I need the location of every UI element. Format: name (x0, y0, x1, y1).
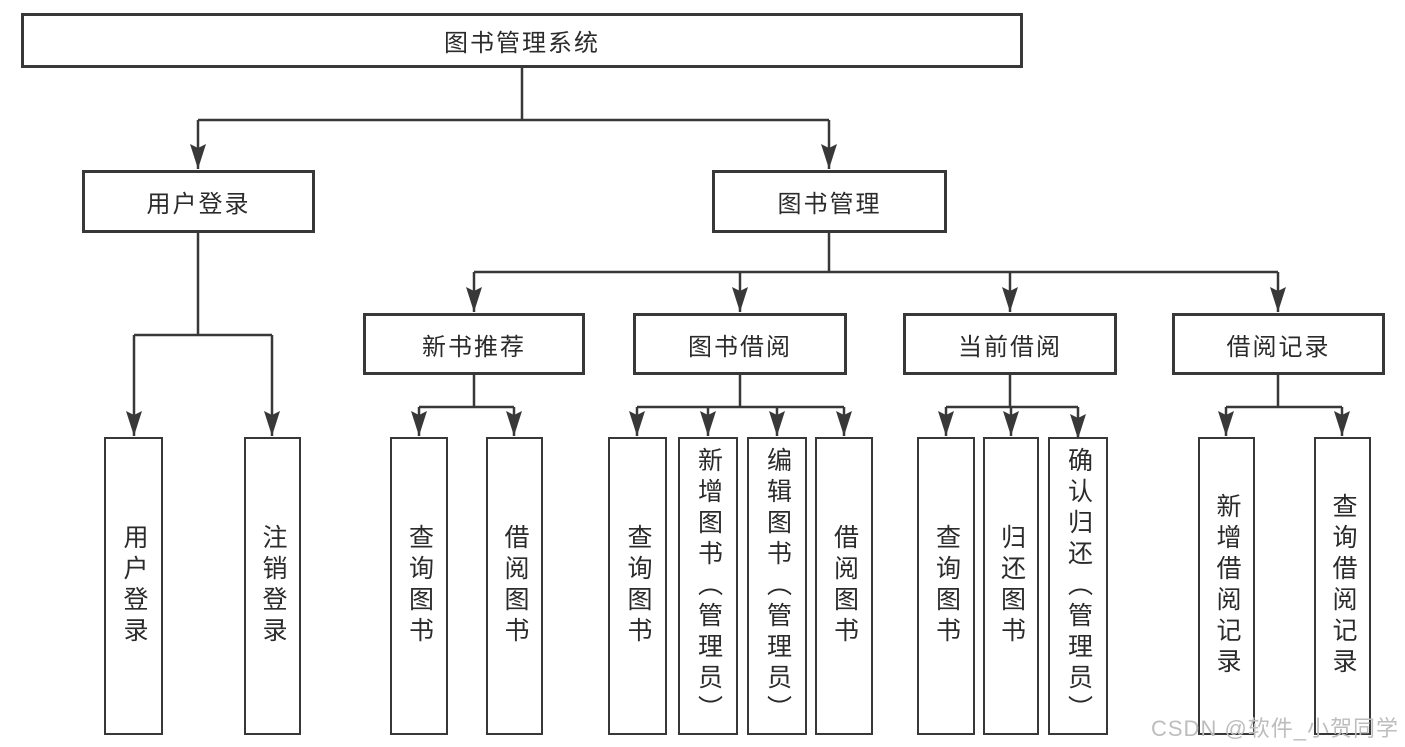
connector-mgmt-rail (474, 233, 1278, 274)
node-user-login-label: 用户登录 (146, 191, 251, 218)
node-borrow-records-label: 借阅记录 (1226, 333, 1331, 361)
node-book-borrow-label: 图书借阅 (688, 333, 792, 361)
leaf-records-add-record: 新增借阅记录 (1198, 437, 1255, 735)
node-current-borrow: 当前借阅 (903, 313, 1117, 375)
node-book-management-label: 图书管理 (777, 191, 882, 218)
node-book-management: 图书管理 (712, 170, 947, 233)
node-new-book-recommend-label: 新书推荐 (422, 333, 526, 361)
node-current-borrow-label: 当前借阅 (958, 333, 1062, 361)
connector-records-rail (1226, 375, 1342, 409)
leaf-user-login: 用户登录 (104, 437, 163, 735)
leaf-current-query-books: 查询图书 (917, 437, 975, 735)
leaf-borrow-borrow-books: 借阅图书 (815, 437, 873, 735)
leaf-borrow-edit-books-admin: 编辑图书（管理员） (747, 437, 807, 735)
leaf-borrow-add-books-admin: 新增图书（管理员） (678, 437, 738, 735)
node-new-book-recommend: 新书推荐 (363, 313, 585, 375)
node-root-label: 图书管理系统 (444, 30, 600, 57)
node-root: 图书管理系统 (21, 13, 1023, 68)
node-borrow-records: 借阅记录 (1172, 313, 1385, 375)
connector-newbook-rail (419, 375, 514, 409)
leaf-current-confirm-return-admin: 确认归还（管理员） (1048, 437, 1108, 735)
connector-user-rail (134, 233, 272, 337)
node-user-login: 用户登录 (82, 170, 315, 233)
leaf-newbook-borrow-books: 借阅图书 (486, 437, 543, 735)
connector-borrow-rail (637, 375, 844, 409)
connector-current-rail (946, 375, 1078, 409)
leaf-records-query-record: 查询借阅记录 (1314, 437, 1371, 735)
leaf-current-return-books: 归还图书 (983, 437, 1039, 735)
leaf-newbook-query-books: 查询图书 (390, 437, 448, 735)
leaf-borrow-query-books: 查询图书 (608, 437, 667, 735)
connector-root-rail (198, 68, 829, 122)
node-book-borrow: 图书借阅 (633, 313, 847, 375)
csdn-watermark: CSDN @软件_小贺同学 (1151, 716, 1400, 741)
leaf-logout: 注销登录 (244, 437, 301, 735)
